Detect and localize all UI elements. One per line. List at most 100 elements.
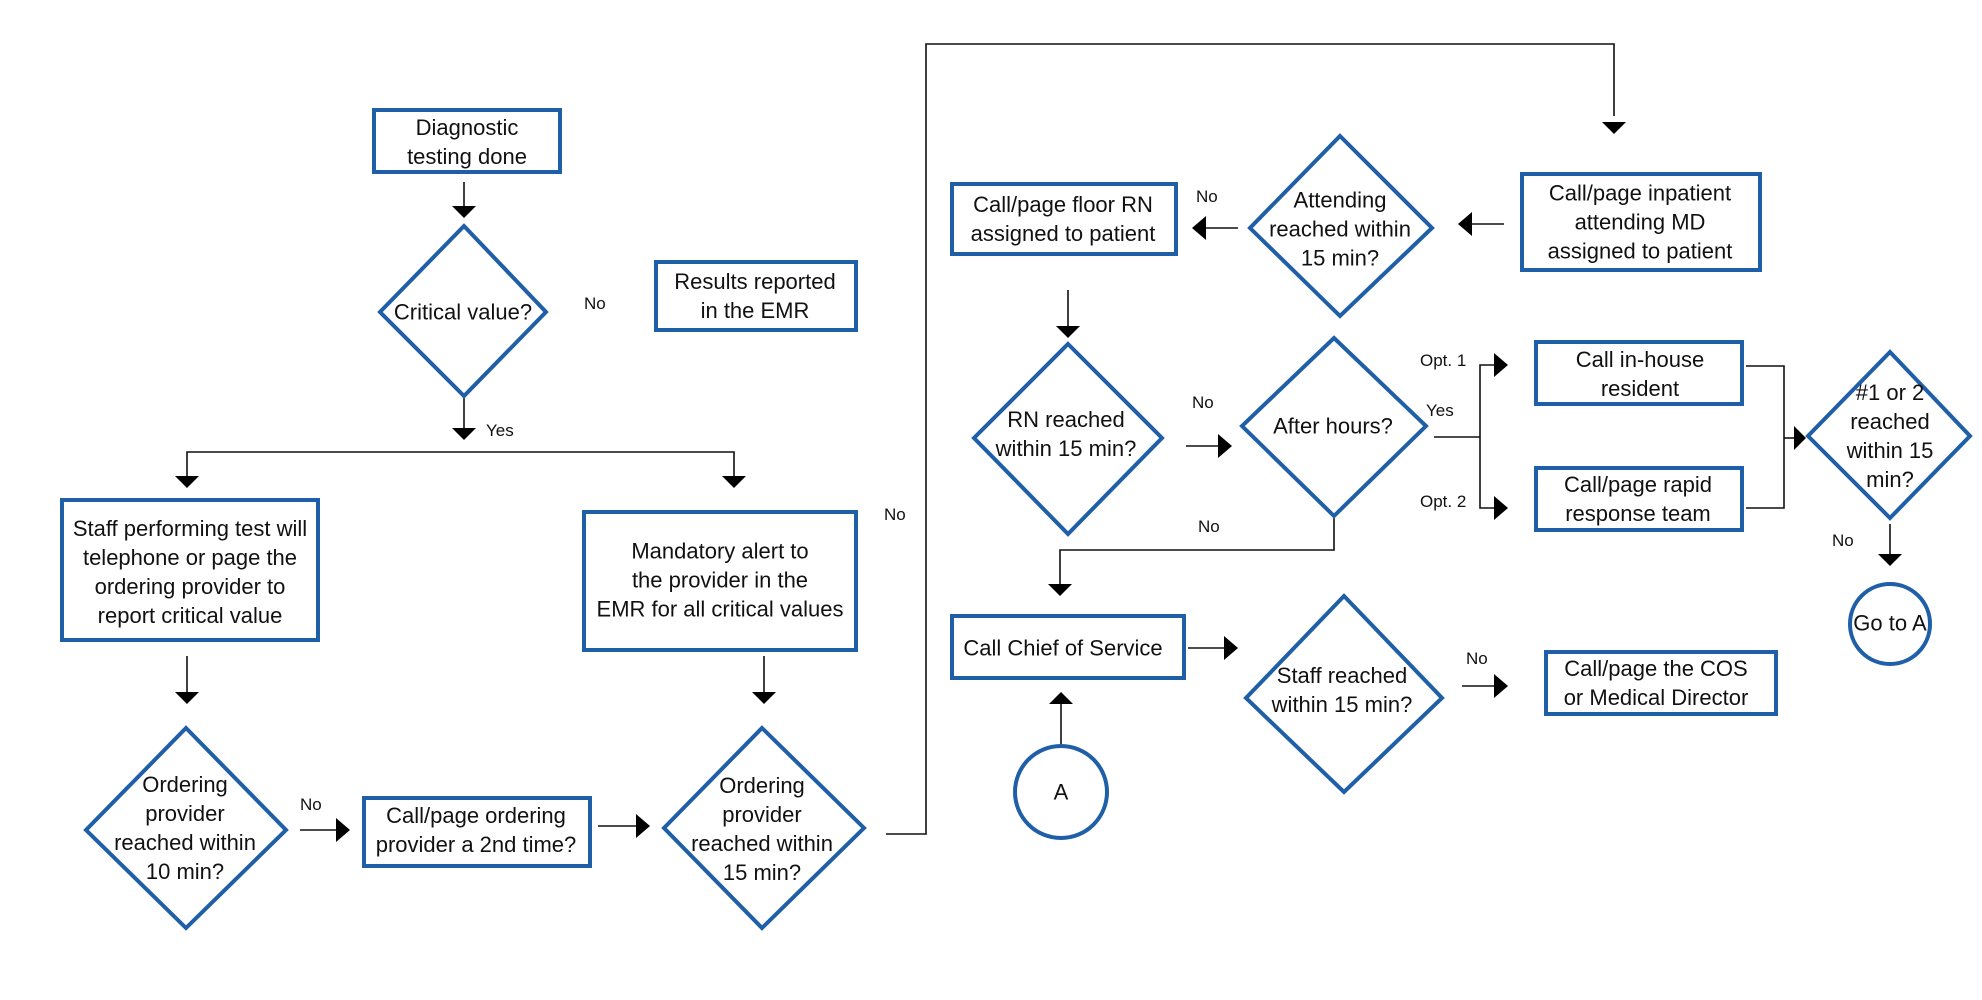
node-text-line: 10 min? bbox=[146, 859, 224, 884]
nodes bbox=[60, 108, 1973, 931]
node-after-hours bbox=[1239, 335, 1429, 519]
node-connector-a bbox=[1013, 744, 1109, 840]
connector-options-split bbox=[1479, 364, 1494, 509]
node-text-line: min? bbox=[1866, 467, 1914, 492]
node-text-line: assigned to patient bbox=[971, 221, 1156, 246]
ordering-15-text: Ordering provider reached within 15 min? bbox=[691, 773, 833, 885]
arrowhead bbox=[1794, 426, 1806, 450]
edge-label-critical-yes: Yes bbox=[486, 421, 514, 440]
arrowhead bbox=[1224, 636, 1238, 660]
edge-label-reached12-no: No bbox=[1832, 531, 1854, 550]
node-text-line: #1 or 2 bbox=[1856, 380, 1925, 405]
node-text-line: Diagnostic bbox=[416, 115, 519, 140]
node-text-line: in the EMR bbox=[701, 298, 810, 323]
call-floor-rn-text: Call/page floor RN assigned to patient bbox=[971, 192, 1156, 246]
node-results-emr bbox=[654, 260, 858, 332]
arrowhead bbox=[1056, 326, 1080, 338]
node-call-chief bbox=[950, 614, 1186, 680]
call-chief-text: Call Chief of Service bbox=[963, 636, 1162, 661]
node-text-line: Go to A bbox=[1853, 611, 1927, 636]
node-text-line: provider a 2nd time? bbox=[376, 832, 577, 857]
node-text-line: the provider in the bbox=[632, 568, 808, 593]
node-text-line: Call in-house bbox=[1576, 347, 1704, 372]
node-text-line: Ordering bbox=[142, 772, 228, 797]
node-call-resident bbox=[1534, 340, 1744, 406]
node-text-line: ordering provider to bbox=[95, 574, 286, 599]
arrowhead bbox=[722, 476, 746, 488]
node-staff-performing bbox=[60, 498, 320, 642]
node-mandatory-alert bbox=[582, 510, 858, 652]
go-to-a-text: Go to A bbox=[1853, 611, 1927, 636]
node-text-line: telephone or page the bbox=[83, 545, 297, 570]
node-attending-reached bbox=[1247, 133, 1435, 319]
after-hours-text: After hours? bbox=[1273, 414, 1393, 439]
node-text-line: Call/page floor RN bbox=[973, 192, 1153, 217]
edge-label-ordering10-no: No bbox=[300, 795, 322, 814]
node-call-rapid bbox=[1534, 466, 1744, 532]
node-call-floor-rn bbox=[950, 182, 1178, 256]
node-text-line: Call/page the COS bbox=[1564, 656, 1747, 681]
arrowhead bbox=[1878, 554, 1902, 566]
node-text-line: Call/page ordering bbox=[386, 803, 566, 828]
arrowhead bbox=[752, 692, 776, 704]
node-text-line: response team bbox=[1565, 501, 1711, 526]
node-staff-reached bbox=[1243, 593, 1445, 795]
node-text-line: report critical value bbox=[98, 603, 283, 628]
node-text-line: reached bbox=[1850, 409, 1930, 434]
connector-afterhours-no bbox=[1059, 518, 1335, 584]
arrowhead bbox=[636, 814, 650, 838]
node-text-line: reached within bbox=[691, 831, 833, 856]
node-text-line: provider bbox=[145, 801, 224, 826]
arrowhead bbox=[1494, 674, 1508, 698]
node-text-line: Call Chief of Service bbox=[963, 636, 1162, 661]
node-text-line: within 15 bbox=[1846, 438, 1934, 463]
arrowhead bbox=[1494, 496, 1508, 520]
arrowhead bbox=[1192, 216, 1206, 240]
node-text-line: RN reached bbox=[1007, 407, 1124, 432]
arrowhead bbox=[175, 476, 199, 488]
node-text-line: within 15 min? bbox=[1271, 692, 1413, 717]
arrowheads bbox=[175, 122, 1902, 842]
node-ordering-10 bbox=[83, 725, 289, 931]
call-rapid-text: Call/page rapid response team bbox=[1564, 472, 1712, 526]
connectors bbox=[186, 43, 1891, 835]
node-ordering-15 bbox=[661, 725, 867, 931]
arrowhead bbox=[1458, 212, 1472, 236]
arrowhead bbox=[452, 428, 476, 440]
node-text-line: Ordering bbox=[719, 773, 805, 798]
node-critical-value bbox=[377, 223, 549, 399]
edge-labels: No Yes No No No No Yes No Opt. 1 Opt. 2 … bbox=[300, 187, 1854, 814]
arrowhead bbox=[1048, 584, 1072, 596]
node-text-line: Call/page inpatient bbox=[1549, 181, 1731, 206]
node-text-line: Critical value? bbox=[394, 300, 532, 325]
node-text-line: provider bbox=[722, 802, 801, 827]
arrowhead bbox=[336, 818, 350, 842]
critical-value-text: Critical value? bbox=[394, 300, 532, 325]
edge-label-rn-no: No bbox=[1192, 393, 1214, 412]
connector-ordering15-no bbox=[886, 43, 1615, 835]
arrowhead bbox=[452, 206, 476, 218]
edge-label-after-yes: Yes bbox=[1426, 401, 1454, 420]
node-text-line: or Medical Director bbox=[1564, 685, 1749, 710]
arrowhead bbox=[1494, 353, 1508, 377]
edge-label-opt2: Opt. 2 bbox=[1420, 492, 1466, 511]
edge-label-after-no: No bbox=[1198, 517, 1220, 536]
node-text-line: 15 min? bbox=[723, 860, 801, 885]
node-text-line: A bbox=[1054, 780, 1069, 805]
node-text-line: assigned to patient bbox=[1548, 239, 1733, 264]
node-text-line: Staff reached bbox=[1277, 663, 1407, 688]
reached-12-text: #1 or 2 reached within 15 min? bbox=[1846, 380, 1934, 492]
node-text-line: Call/page rapid bbox=[1564, 472, 1712, 497]
node-call-attending bbox=[1520, 172, 1762, 272]
node-rn-reached bbox=[971, 341, 1165, 537]
arrowhead bbox=[1218, 434, 1232, 458]
